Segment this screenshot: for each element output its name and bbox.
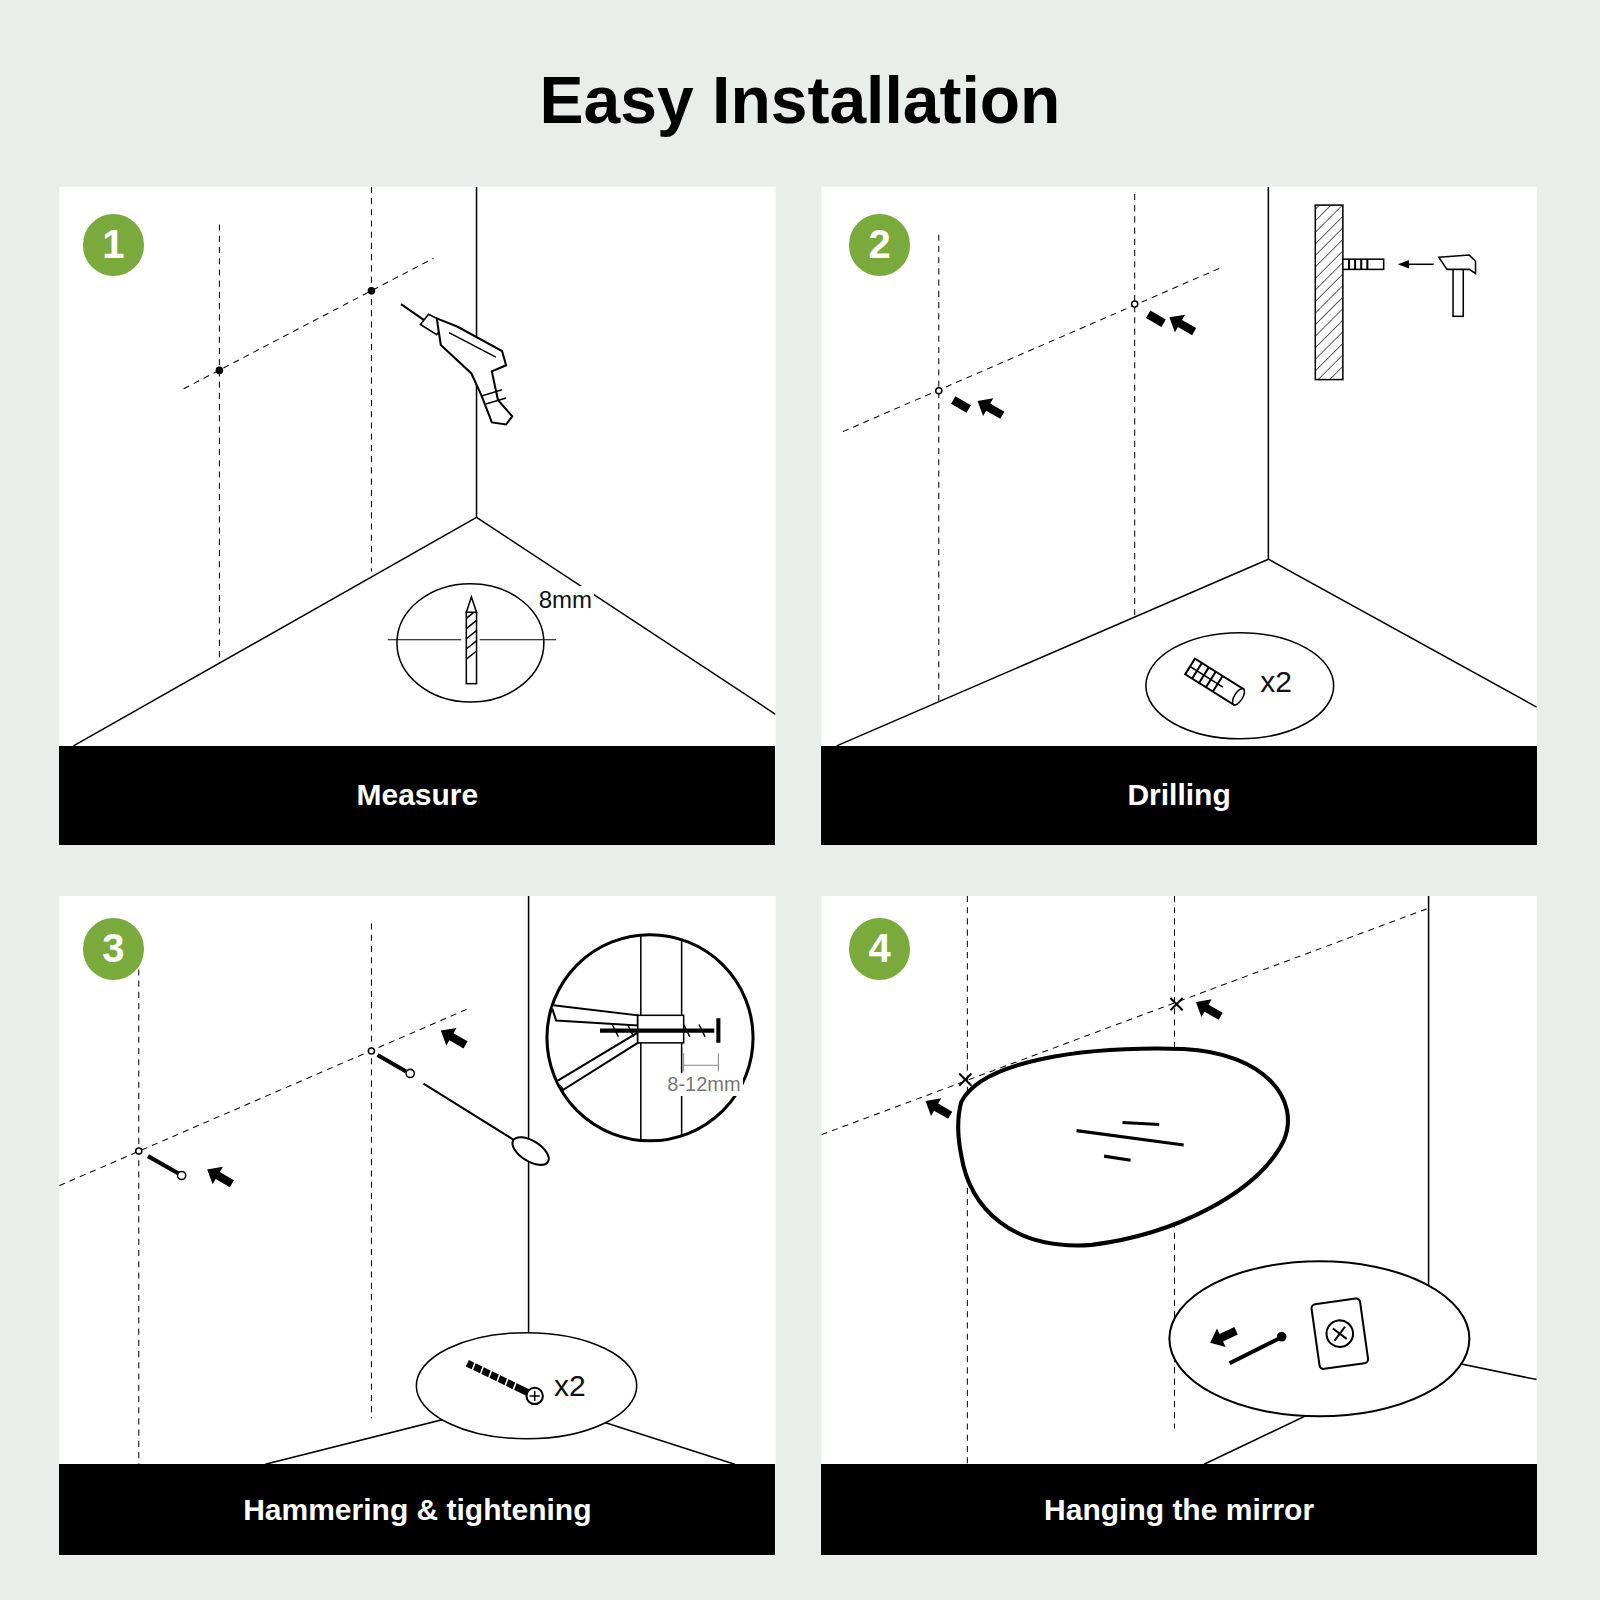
step-caption-band: Drilling [821,746,1536,845]
dimension-label: 8mm [537,586,594,614]
step-number-text: 4 [868,926,890,971]
step-number-text: 3 [102,926,124,971]
step-caption-band: Hammering & tightening [59,1464,775,1555]
step-caption: Measure [356,778,478,812]
step-number: 3 [83,918,144,979]
step-caption: Hanging the mirror [1044,1493,1314,1527]
step-number: 4 [849,918,910,979]
step-number: 2 [849,214,910,275]
quantity-label: x2 [552,1369,588,1403]
step-caption: Hammering & tightening [243,1493,591,1527]
step-caption-band: Hanging the mirror [821,1464,1536,1555]
step-caption: Drilling [1127,778,1230,812]
page-title: Easy Installation [0,62,1600,138]
dimension-label: 8-12mm [665,1073,742,1096]
step-caption-band: Measure [59,746,775,845]
step-number: 1 [83,214,144,275]
step-number-text: 2 [868,222,890,267]
quantity-label: x2 [1258,665,1294,699]
step-number-text: 1 [102,222,124,267]
